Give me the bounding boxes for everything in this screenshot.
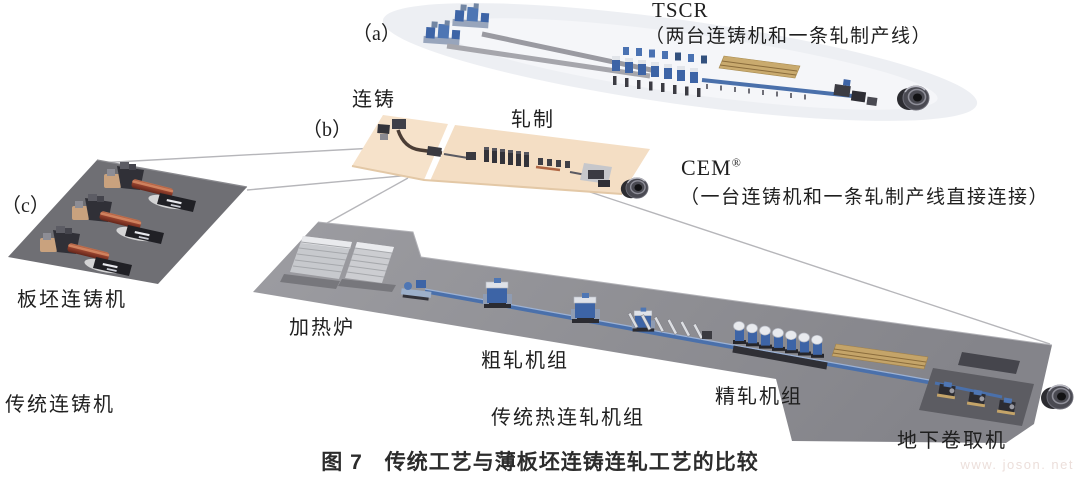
coil-boxes (613, 76, 701, 97)
laminar-cooling-rack (831, 343, 929, 370)
figure-caption: 图 7 传统工艺与薄板坯连铸连轧工艺的比较 (321, 451, 759, 474)
slab-caster-label: 板坯连铸机 (17, 289, 127, 311)
downcoiler-label: 地下卷取机 (897, 430, 1007, 452)
cem-platform-tile-left (352, 115, 448, 180)
finishing-mill-label: 精轧机组 (715, 386, 803, 408)
tscr-line-illustration (382, 1, 978, 121)
traditional-caster-label: 传统连铸机 (5, 394, 115, 416)
roughing-mill-label: 粗轧机组 (481, 350, 569, 372)
mold-segments (623, 47, 707, 64)
runout-ticks (706, 84, 806, 100)
projection-lines (96, 145, 1051, 345)
watermark: www. joson. net (960, 457, 1074, 472)
cem-caster (377, 119, 443, 157)
cem-subtitle: （一台连铸机和一条轧制产线直接连接） (680, 187, 1050, 208)
downcoiler-pit (919, 352, 1034, 426)
hot-strip-mill-label: 传统热连轧机组 (491, 407, 645, 429)
tscr-title: TSCR (652, 0, 709, 22)
cem-coiler-station (580, 163, 612, 187)
rolling-stands (612, 56, 698, 83)
panel-c-label: （c） (1, 195, 50, 217)
main-roller-table (424, 288, 936, 386)
finishing-stands (732, 321, 828, 370)
panel-b-label: （b） (302, 119, 352, 141)
downcoiler-cluster (833, 79, 878, 106)
furnace-stacks (280, 236, 396, 292)
tscr-subtitle: （两台连铸机和一条轧制产线） (645, 26, 933, 47)
cooling-rack (718, 55, 801, 79)
rolling-label: 轧制 (511, 109, 555, 131)
cem-mill-stands (443, 147, 587, 176)
steel-coil-c (1040, 384, 1074, 410)
panel-a-label: （a） (352, 23, 401, 45)
cem-title: CEM® (681, 155, 742, 181)
registered-mark: ® (731, 155, 742, 170)
cem-line-illustration (351, 115, 650, 199)
furnace-label: 加热炉 (289, 317, 355, 339)
transfer-plates (627, 312, 712, 340)
casting-label: 连铸 (352, 89, 396, 111)
cem-title-text: CEM (681, 155, 732, 180)
descaler-unit (400, 280, 432, 301)
traditional-plant-illustration (8, 159, 1074, 443)
